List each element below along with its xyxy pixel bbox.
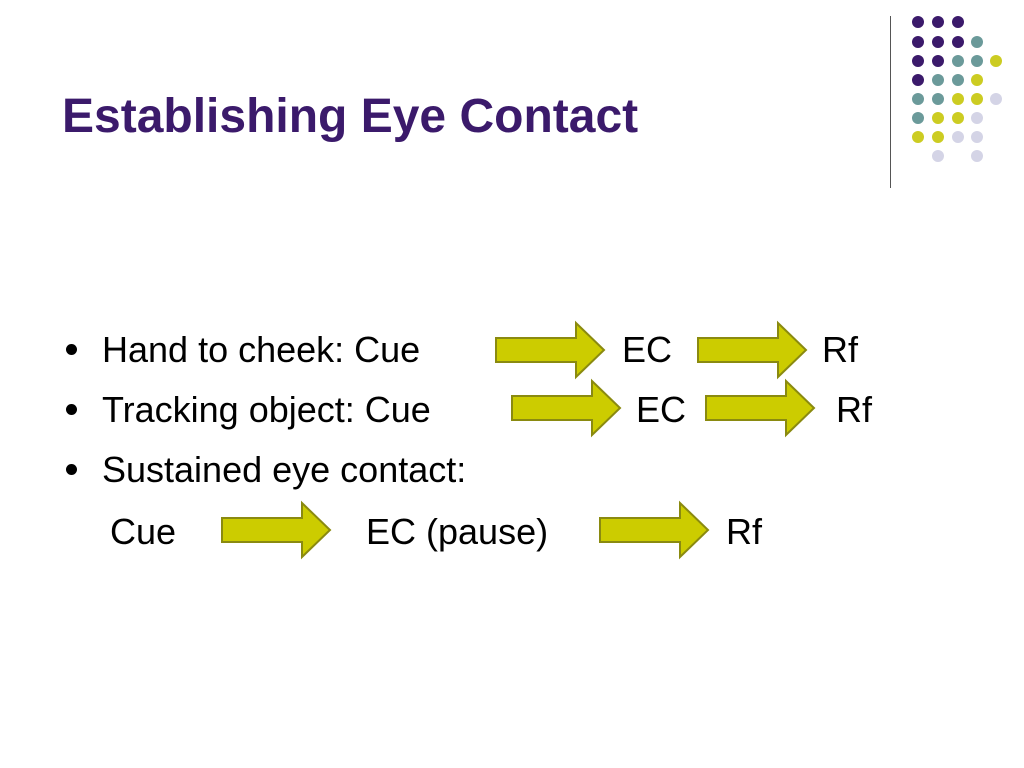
right-arrow-icon [221,500,332,560]
dot [952,16,964,28]
right-arrow-icon [697,320,808,380]
dot [952,55,964,67]
sub-row-rf: Rf [726,511,762,552]
dot [932,74,944,86]
bullet-1-label: Hand to cheek: Cue [102,329,421,370]
dot [971,131,983,143]
bullet-2-rf: Rf [836,389,872,430]
right-arrow-icon [511,378,622,438]
dot [971,55,983,67]
dot [912,112,924,124]
slide-title: Establishing Eye Contact [62,90,639,143]
dot [952,93,964,105]
dot [952,74,964,86]
dot [990,55,1002,67]
dot [912,131,924,143]
bullet-3-label: Sustained eye contact: [102,449,467,490]
dot [932,16,944,28]
dot [932,150,944,162]
bullet-dot [66,344,77,355]
dot [971,150,983,162]
dot [971,36,983,48]
right-arrow-icon [495,320,606,380]
right-arrow-icon [705,378,816,438]
right-arrow-icon [599,500,710,560]
dot [971,74,983,86]
dot [932,93,944,105]
bullet-dot [66,464,77,475]
bullet-1-rf: Rf [822,329,858,370]
dot [971,112,983,124]
bullet-dot [66,404,77,415]
sub-row-cue: Cue [110,511,177,552]
dot [952,112,964,124]
dot [971,93,983,105]
header-divider [890,16,891,188]
bullet-1-ec: EC [622,329,673,370]
bullet-2-label: Tracking object: Cue [102,389,431,430]
dot [990,93,1002,105]
dot [912,55,924,67]
dot [912,93,924,105]
dot [952,131,964,143]
decorative-dot-grid [912,16,1002,162]
dot [932,112,944,124]
dot [932,131,944,143]
dot [912,36,924,48]
dot [932,36,944,48]
bullet-2-ec: EC [636,389,687,430]
dot [952,36,964,48]
dot [912,74,924,86]
dot [912,16,924,28]
sub-row-ec-pause: EC (pause) [366,511,549,552]
dot [932,55,944,67]
